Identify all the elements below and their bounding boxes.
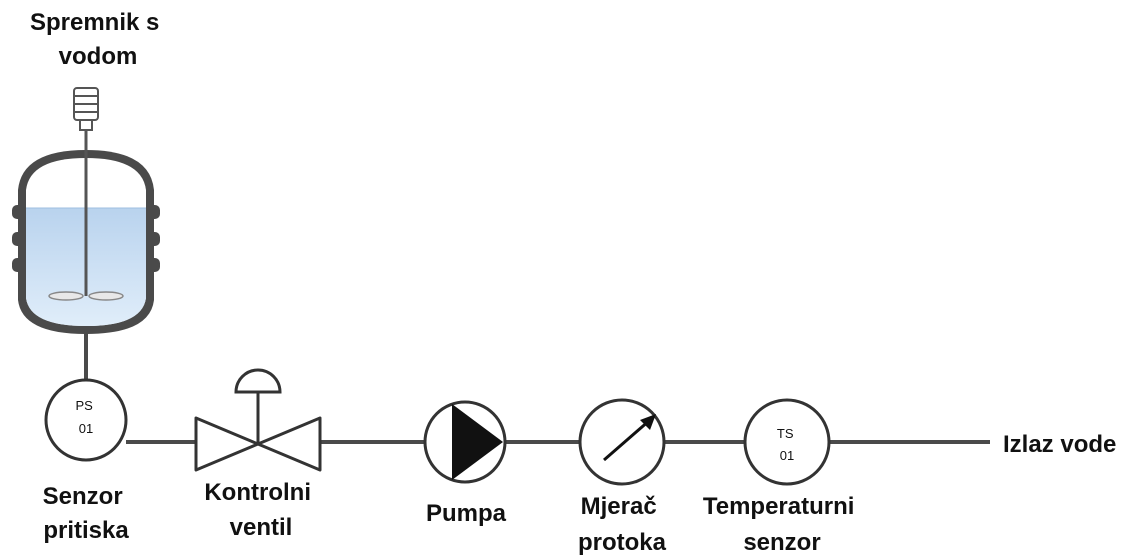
svg-text:PS 01: PS 01 <box>76 398 97 436</box>
control-valve-label: Kontrolni ventil <box>204 479 317 541</box>
temperature-sensor-label: Temperaturni senzor <box>703 493 861 555</box>
temperature-sensor: TS 01 <box>743 398 831 486</box>
flow-meter <box>578 398 666 486</box>
agitator-motor <box>73 87 99 131</box>
svg-text:TS 01: TS 01 <box>777 426 797 463</box>
pressure-sensor-label: Senzor pritiska <box>43 483 130 544</box>
flow-meter-label: Mjerač protoka <box>578 493 667 555</box>
tank-label: Spremnik s vodom <box>30 9 166 70</box>
pressure-sensor: PS 01 <box>44 378 128 462</box>
pump-label: Pumpa <box>426 500 507 527</box>
arrow-icon <box>603 418 651 462</box>
impeller-icon <box>48 291 124 301</box>
outlet-label: Izlaz vode <box>1003 431 1116 458</box>
pipelines <box>84 330 990 444</box>
control-valve <box>194 368 322 472</box>
pump-icon <box>423 400 507 484</box>
water-tank <box>12 87 160 334</box>
